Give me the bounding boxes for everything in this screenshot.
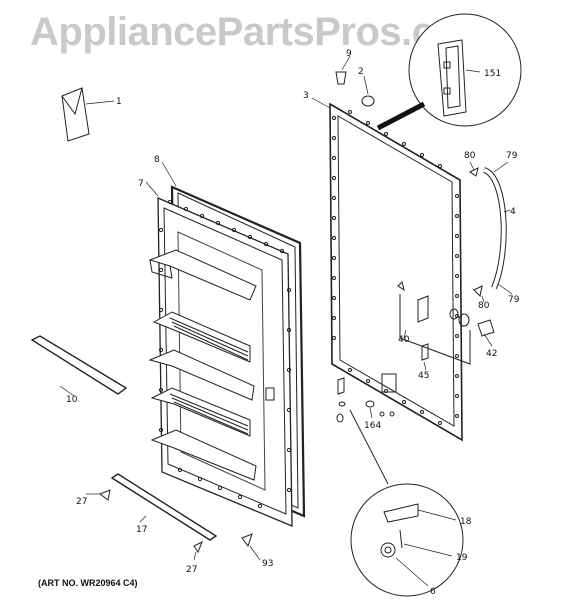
callout-2: 2 bbox=[358, 67, 364, 77]
callout-1: 1 bbox=[116, 97, 122, 107]
liner-screws bbox=[158, 199, 292, 509]
door-shelves bbox=[148, 249, 257, 481]
plug-2[interactable] bbox=[361, 95, 375, 107]
callout-27-upper: 27 bbox=[76, 497, 87, 507]
callout-27-lower: 27 bbox=[186, 565, 197, 575]
bottom-trim-bar[interactable] bbox=[110, 473, 218, 541]
callout-19: 19 bbox=[456, 553, 468, 563]
screw-9[interactable] bbox=[335, 71, 347, 85]
callout-7: 7 bbox=[138, 179, 144, 189]
screw-80-upper[interactable] bbox=[469, 167, 479, 177]
callout-8: 8 bbox=[154, 155, 160, 165]
callout-9: 9 bbox=[346, 49, 352, 59]
callout-6: 6 bbox=[430, 587, 436, 597]
screw-80-lower[interactable] bbox=[473, 285, 483, 298]
detail-leader-line bbox=[349, 409, 389, 485]
leader-lines bbox=[59, 55, 513, 587]
callout-42: 42 bbox=[486, 349, 497, 359]
callout-40: 40 bbox=[398, 335, 410, 345]
callout-3: 3 bbox=[303, 91, 309, 101]
callout-10: 10 bbox=[66, 395, 78, 405]
callout-164: 164 bbox=[364, 421, 381, 431]
callout-79-upper: 79 bbox=[506, 151, 518, 161]
detail-inset-hinge bbox=[350, 483, 464, 597]
door-panel-screws bbox=[332, 110, 459, 425]
callout-79-lower: 79 bbox=[508, 295, 520, 305]
callout-80-upper: 80 bbox=[464, 151, 476, 161]
hinge-bracket-164[interactable] bbox=[336, 377, 395, 423]
callout-45: 45 bbox=[418, 371, 429, 381]
lock-cylinder[interactable] bbox=[477, 319, 495, 337]
literature-envelope[interactable] bbox=[61, 87, 90, 142]
shelf-bar[interactable] bbox=[30, 335, 128, 395]
callout-18: 18 bbox=[460, 517, 472, 527]
clip-45[interactable] bbox=[421, 343, 429, 361]
callout-151: 151 bbox=[484, 69, 501, 79]
screw-93[interactable] bbox=[241, 533, 253, 548]
detail-inset-handle-end bbox=[408, 13, 522, 127]
callout-4: 4 bbox=[510, 207, 516, 217]
screw-27-lower[interactable] bbox=[193, 540, 203, 554]
door-handle[interactable] bbox=[482, 167, 507, 290]
callout-93: 93 bbox=[262, 559, 273, 569]
art-number: (ART NO. WR20964 C4) bbox=[38, 578, 138, 588]
callout-80-lower: 80 bbox=[478, 301, 490, 311]
screw-27-upper[interactable] bbox=[98, 489, 111, 501]
inner-door-liner[interactable] bbox=[148, 197, 293, 527]
lock-assembly[interactable] bbox=[397, 281, 471, 365]
outer-door-panel[interactable] bbox=[329, 102, 463, 442]
detail-pointer-arrow bbox=[376, 101, 426, 131]
callout-17: 17 bbox=[136, 525, 147, 535]
